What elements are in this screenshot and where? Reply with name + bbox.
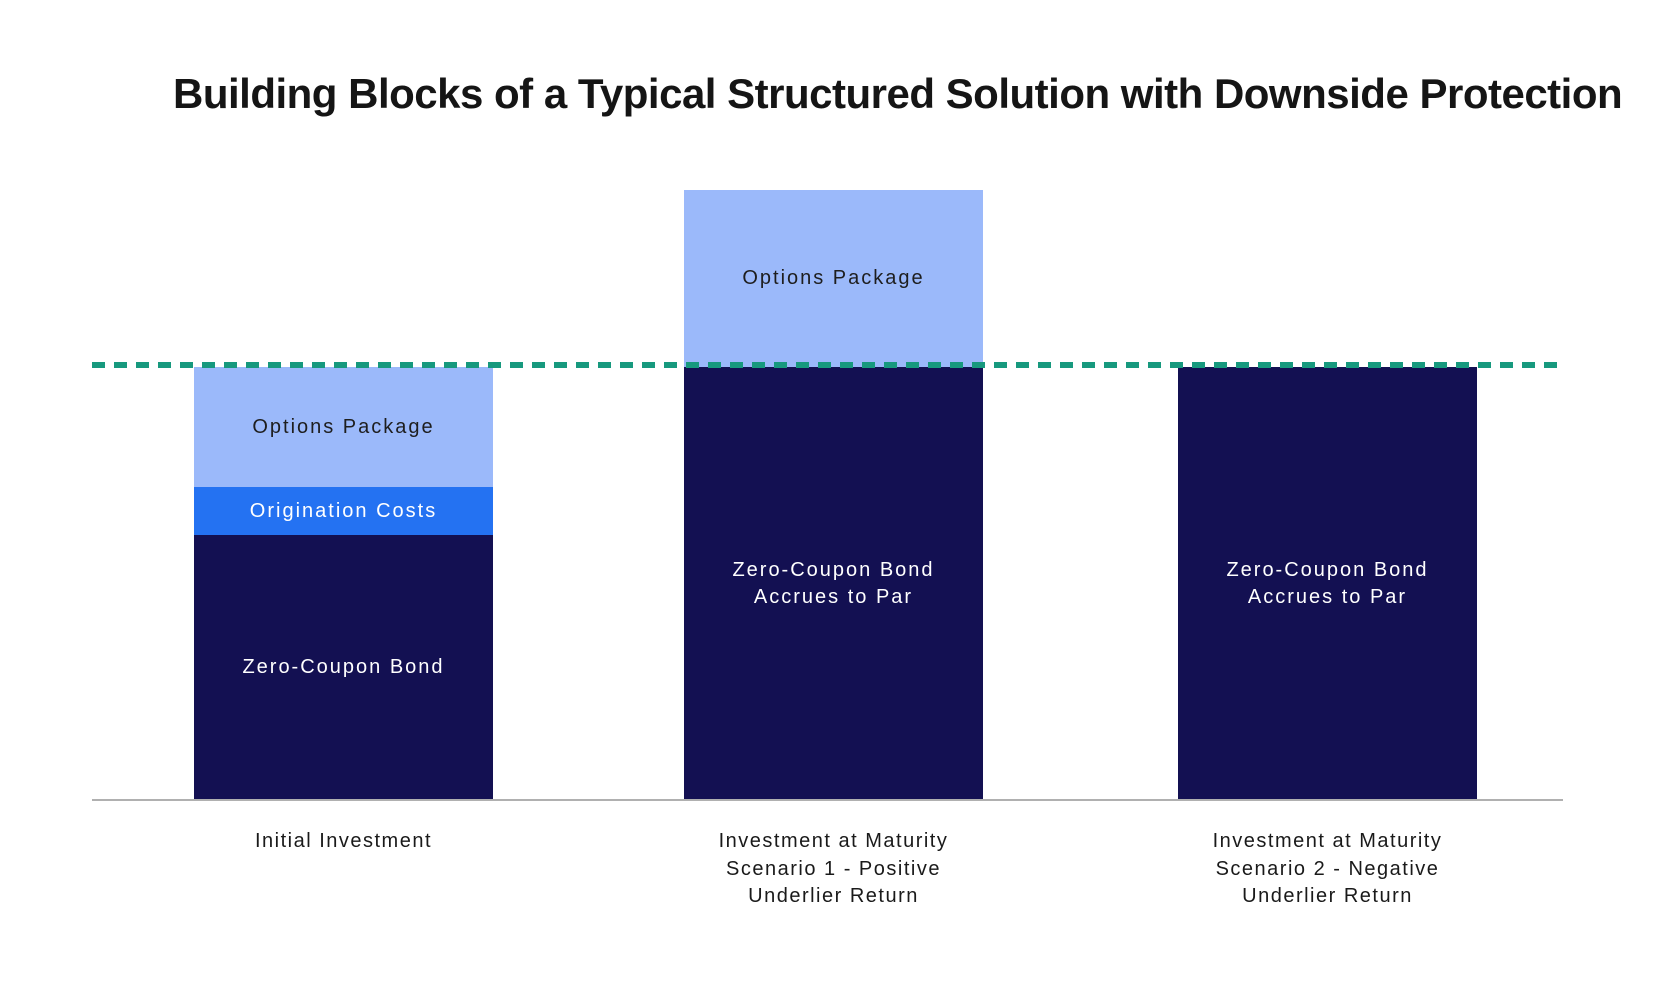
segment-origination-costs: Origination Costs [194, 487, 493, 535]
x-axis-label-3: Investment at Maturity Scenario 2 - Nega… [1212, 830, 1443, 907]
x-axis-label-1: Initial Investment [254, 830, 433, 852]
segment-zero-coupon-bond: Zero-Coupon Bond [194, 535, 493, 800]
par-reference-dashed-line [92, 362, 1563, 368]
bar-maturity-scenario-2-negative: Zero-Coupon Bond Accrues to Par [1178, 367, 1477, 800]
segment-options-package: Options Package [194, 367, 493, 487]
chart-title: Building Blocks of a Typical Structured … [173, 70, 1623, 117]
segment-options-package: Options Package [684, 190, 983, 367]
segment-zero-coupon-bond-accrues-to-par: Zero-Coupon Bond Accrues to Par [1178, 367, 1477, 800]
x-axis-label-2: Investment at Maturity Scenario 1 - Posi… [718, 830, 949, 907]
segment-zero-coupon-bond-accrues-to-par: Zero-Coupon Bond Accrues to Par [684, 367, 983, 800]
x-axis-line [92, 799, 1563, 801]
